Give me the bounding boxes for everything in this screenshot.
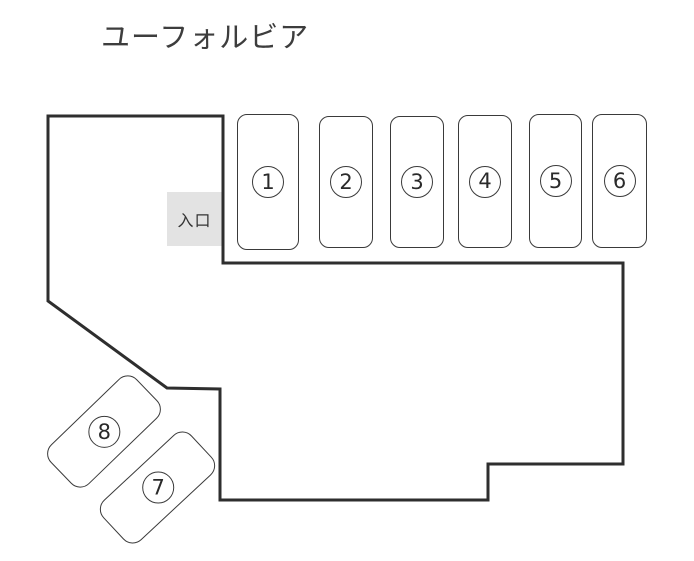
parking-space-1: 1: [237, 114, 299, 250]
space-number-badge: 7: [141, 471, 174, 504]
space-number-badge: 4: [469, 165, 501, 198]
entrance-label: 入口: [177, 211, 212, 230]
parking-space-4: 4: [458, 115, 512, 248]
parking-space-3: 3: [390, 116, 444, 248]
space-number-badge: 1: [252, 166, 284, 198]
parking-space-5: 5: [529, 114, 582, 248]
parking-space-6: 6: [592, 114, 647, 248]
parking-space-2: 2: [319, 116, 373, 248]
space-number-badge: 6: [603, 165, 636, 197]
space-number-badge: 5: [539, 165, 572, 197]
entrance-box: 入口: [167, 192, 222, 246]
space-number-badge: 3: [401, 166, 433, 198]
space-number-badge: 8: [88, 415, 120, 448]
space-number-badge: 2: [330, 166, 362, 198]
page-title: ユーフォルビア: [101, 20, 310, 54]
